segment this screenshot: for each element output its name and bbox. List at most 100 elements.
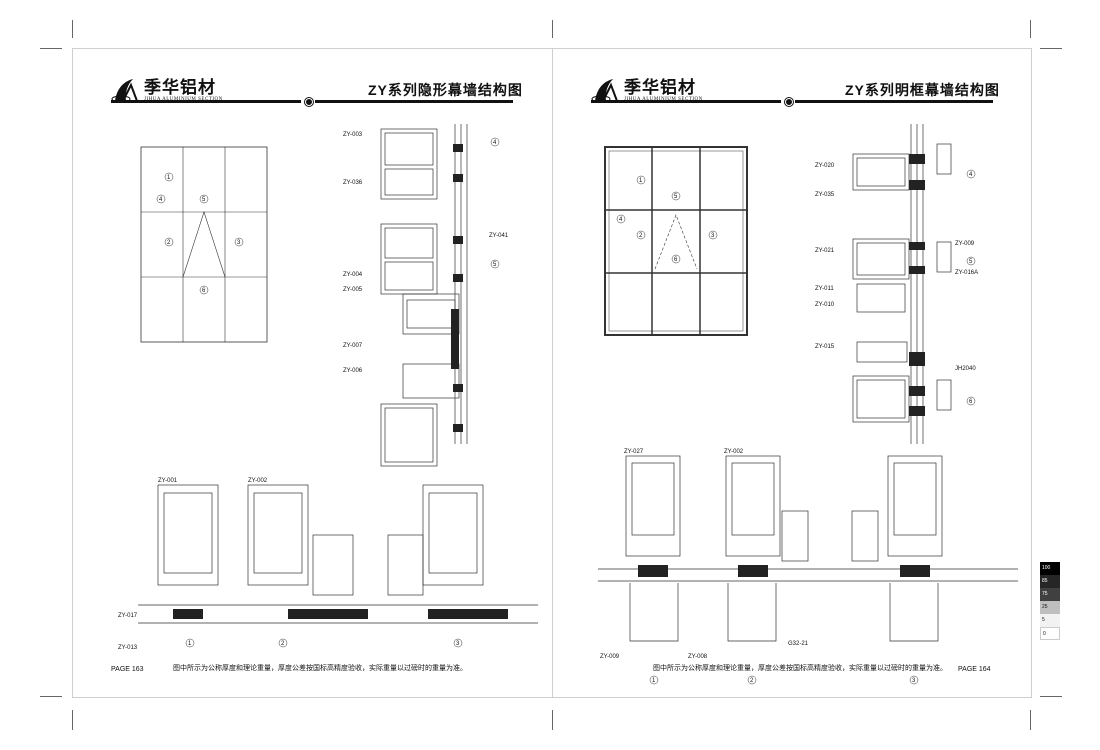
brand-logo: 季华铝材 JIHUA ALUMINIUM SECTION [111,77,223,103]
catalog-page-left: 季华铝材 JIHUA ALUMINIUM SECTION ZY系列隐形幕墙结构图… [72,48,554,698]
elevation-drawing: 1 5 4 2 3 6 [604,146,748,336]
svg-text:3: 3 [237,240,241,246]
callout-2: 2 [278,638,288,648]
svg-text:5: 5 [202,197,206,203]
crop-mark [1030,20,1031,38]
callout-2: 2 [747,675,757,685]
svg-text:3: 3 [912,678,916,684]
crop-mark [72,20,73,38]
header-rule [795,100,993,103]
svg-text:1: 1 [639,178,643,184]
svg-text:4: 4 [619,217,623,223]
label-zy-041: ZY-041 [489,233,509,239]
svg-text:3: 3 [456,641,460,647]
brand-name-en: JIHUA ALUMINIUM SECTION [624,97,703,103]
callout-3: 3 [909,675,919,685]
page-number: PAGE 164 [958,666,991,673]
header-rule [111,100,301,103]
label-zy-009: ZY-009 [600,654,620,660]
scale-swatch: 85 [1040,575,1060,588]
label-zy-011: ZY-011 [815,286,834,292]
label-zy-007: ZY-007 [343,343,363,349]
page-title: ZY系列明框幕墙结构图 [845,82,1000,98]
svg-text:6: 6 [674,257,678,263]
label-zy-004: ZY-004 [343,272,363,278]
footnote: 图中所示为公称厚度和理论重量，厚度公差按国标高精度验收，实际重量以过磅时的重量为… [173,665,467,672]
callout-4: 4 [966,169,976,179]
svg-text:1: 1 [188,641,192,647]
crop-mark [40,48,62,49]
callout-5: 5 [490,259,500,269]
crop-mark [552,710,553,730]
bottom-section-drawing: ZY-027 ZY-002 ZY-009 ZY-008 G32-21 1 2 3 [598,449,1018,685]
bottom-section-drawing: ZY-001 ZY-002 ZY-017 ZY-013 1 2 3 [118,478,538,651]
callout-6: 6 [671,254,681,264]
svg-text:2: 2 [281,641,285,647]
label-zy-002: ZY-002 [724,449,744,455]
svg-text:4: 4 [159,197,163,203]
elevation-drawing: 1 4 5 2 3 6 [140,146,268,343]
svg-text:5: 5 [493,262,497,268]
svg-text:6: 6 [969,399,973,405]
label-jh2040: JH2040 [955,366,976,372]
callout-1: 1 [164,172,174,182]
section-detail-drawing: ZY-003 ZY-036 ZY-041 ZY-004 ZY-005 ZY-00… [343,124,509,467]
svg-text:2: 2 [167,240,171,246]
crop-mark [1040,696,1062,697]
crop-mark [1040,48,1062,49]
callout-1: 1 [636,175,646,185]
callout-6: 6 [966,396,976,406]
svg-text:4: 4 [493,140,497,146]
svg-text:3: 3 [711,233,715,239]
label-zy-001: ZY-001 [158,478,178,484]
crop-mark [552,20,553,38]
label-zy-021: ZY-021 [815,248,835,254]
svg-text:5: 5 [674,194,678,200]
header-rule [591,100,781,103]
header-rule [315,100,513,103]
callout-1: 1 [649,675,659,685]
callout-1: 1 [185,638,195,648]
header-dot [305,98,313,106]
callout-5: 5 [671,191,681,201]
scale-swatch: 25 [1040,601,1060,614]
label-zy-008: ZY-008 [688,654,708,660]
footnote: 图中所示为公称厚度和理论重量，厚度公差按国标高精度验收，实际重量以过磅时的重量为… [653,665,947,672]
svg-text:6: 6 [202,288,206,294]
svg-text:4: 4 [969,172,973,178]
crop-mark [72,710,73,730]
label-zy-036: ZY-036 [343,180,363,186]
label-zy-013: ZY-013 [118,645,138,651]
brand-name-cn: 季华铝材 [624,78,696,97]
svg-text:1: 1 [652,678,656,684]
label-g32-21: G32-21 [788,641,809,647]
label-zy-015: ZY-015 [815,344,835,350]
header-dot [785,98,793,106]
callout-4: 4 [490,137,500,147]
label-zy-016a: ZY-016A [955,270,978,276]
brand-name-cn: 季华铝材 [144,78,216,97]
catalog-page-right: 季华铝材 JIHUA ALUMINIUM SECTION ZY系列明框幕墙结构图… [552,48,1032,698]
label-zy-020: ZY-020 [815,163,835,169]
svg-text:2: 2 [639,233,643,239]
svg-text:5: 5 [969,259,973,265]
label-zy-010: ZY-010 [815,302,835,308]
callout-4: 4 [156,194,166,204]
label-zy-005: ZY-005 [343,287,363,293]
callout-4: 4 [616,214,626,224]
callout-3: 3 [234,237,244,247]
scale-swatch: 5 [1040,614,1060,627]
crop-mark [40,696,62,697]
label-zy-003: ZY-003 [343,132,363,138]
page-title: ZY系列隐形幕墙结构图 [368,82,523,98]
callout-2: 2 [164,237,174,247]
callout-3: 3 [708,230,718,240]
label-zy-002: ZY-002 [248,478,268,484]
label-zy-006: ZY-006 [343,368,363,374]
callout-2: 2 [636,230,646,240]
section-detail-drawing: ZY-020 ZY-035 ZY-021 ZY-009 ZY-016A ZY-0… [815,124,978,444]
print-color-scale: 100 85 75 25 5 0 [1040,562,1060,640]
page-number: PAGE 163 [111,666,144,673]
crop-mark [1030,710,1031,730]
label-zy-027: ZY-027 [624,449,644,455]
